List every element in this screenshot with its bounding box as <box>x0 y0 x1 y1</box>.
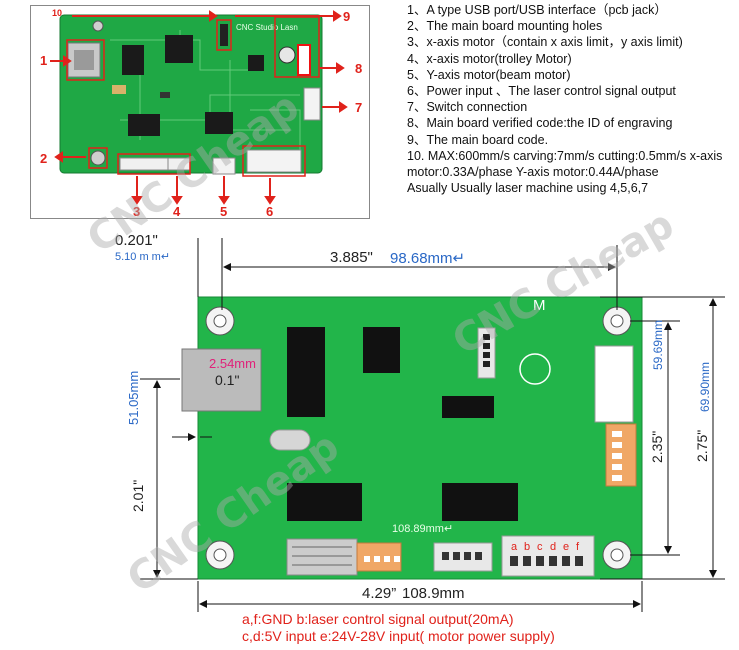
photo-label-6: 6 <box>266 204 274 219</box>
dim-board-height-in: 2.75" <box>694 429 710 462</box>
dim-hole-span-in: 3.885" <box>330 249 373 266</box>
photo-label-4: 4 <box>173 204 181 219</box>
dim-board-height-mm: 69.90mm <box>698 361 712 412</box>
photo-label-7: 7 <box>355 100 363 115</box>
photo-board-illustration: CNC Studio Lasn <box>50 10 348 205</box>
desc-usage-note: Asually Usually laser machine using 4,5,… <box>407 181 649 196</box>
pin-letter-a: a <box>511 541 518 553</box>
desc-item-8: 8、Main board verified code:the ID of eng… <box>407 116 673 131</box>
desc-item-5: 5、Y-axis motor(beam motor) <box>407 67 571 82</box>
dim-hole-height-in: 2.35" <box>649 430 665 463</box>
photo-label-5: 5 <box>220 204 228 219</box>
board-mark: M <box>533 297 546 314</box>
desc-item-1: 1、A type USB port/USB interface（pcb jack… <box>407 3 667 17</box>
mounting-holes <box>205 306 632 570</box>
dim-left-offset-in: 0.201" <box>115 232 158 249</box>
dim-usb-offset-in: 0.1" <box>215 372 240 388</box>
pin-letter-e: e <box>563 541 569 553</box>
dim-left-offset-mm: 5.10 m m↵ <box>115 251 171 263</box>
photo-label-9: 9 <box>343 9 351 24</box>
desc-item-6: 6、Power input 、The laser control signal … <box>407 84 676 99</box>
desc-item-9: 9、The main board code. <box>407 132 549 147</box>
photo-label-8: 8 <box>355 61 363 76</box>
usb-port-outline <box>181 348 262 412</box>
legend-descriptions: 1、A type USB port/USB interface（pcb jack… <box>407 2 737 196</box>
dim-board-width-mm: 108.9mm <box>402 585 465 602</box>
dim-usb-offset-mm: 2.54mm <box>209 356 256 371</box>
pin-letter-d: d <box>550 541 556 553</box>
desc-item-2: 2、The main board mounting holes <box>407 19 603 34</box>
photo-label-3: 3 <box>133 204 141 219</box>
dim-hole-height-mm: 59.69mm <box>651 319 665 370</box>
pin-letter-b: b <box>524 541 530 553</box>
photo-label-10: 10 <box>52 8 63 18</box>
pin-note-line-2: c,d:5V input e:24V-28V input( motor powe… <box>242 628 555 644</box>
desc-item-3: 3、x-axis motor（contain x axis limit，y ax… <box>407 35 683 50</box>
desc-item-10: 10. MAX:600mm/s carving:7mm/s cutting:0.… <box>407 148 723 180</box>
dim-usb-height-mm: 51.05mm <box>126 370 141 425</box>
photo-label-2: 2 <box>40 151 48 166</box>
desc-item-7: 7、Switch connection <box>407 100 528 115</box>
photo-board-text: CNC Studio Lasn <box>236 23 298 32</box>
photo-label-1: 1 <box>40 53 48 68</box>
dim-pcb-width-mm: 108.89mm↵ <box>392 523 454 535</box>
pin-note-line-1: a,f:GND b:laser control signal output(20… <box>242 611 514 627</box>
dim-board-width-in: 4.29” <box>362 585 397 602</box>
desc-item-4: 4、x-axis motor(trolley Motor) <box>407 51 572 66</box>
dim-usb-height-in: 2.01" <box>130 479 146 512</box>
dim-hole-span-mm: 98.68mm↵ <box>390 250 466 267</box>
pin-letter-f: f <box>576 541 580 553</box>
pin-letter-c: c <box>537 541 543 553</box>
